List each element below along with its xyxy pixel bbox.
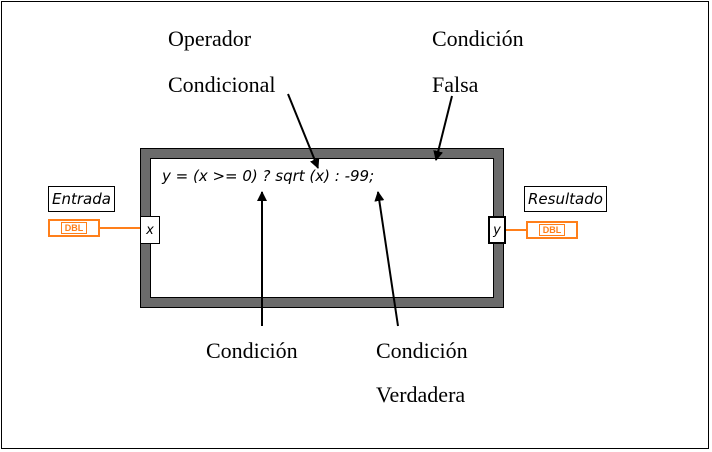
entrada-dbl-control[interactable]: DBL [48,219,100,237]
entrada-wire [100,227,140,229]
condicion-verdadera-label-line1: Condición [376,338,468,363]
entrada-dbl-type: DBL [60,222,88,234]
operador-label-line2: Condicional [168,72,276,97]
condicion-falsa-label-line2: Falsa [432,72,479,97]
falsa-arrow [433,95,453,161]
input-terminal-x[interactable]: x [140,216,160,244]
condicion-label: Condición [206,338,298,363]
condicion-falsa-label-line1: Condición [432,26,524,51]
condicion-verdadera-label-line2: Verdadera [376,382,466,407]
resultado-label: Resultado [524,186,607,212]
verdadera-arrow [374,191,399,327]
entrada-label-text: Entrada [52,190,111,208]
resultado-label-text: Resultado [528,190,603,208]
entrada-label: Entrada [48,186,115,212]
formula-expression[interactable]: y = (x >= 0) ? sqrt (x) : -99; [162,167,375,185]
operador-label-line1: Operador [168,26,252,51]
output-terminal-y[interactable]: y [488,216,506,244]
resultado-wire [506,229,528,231]
operador-arrow [287,93,320,169]
resultado-dbl-indicator[interactable]: DBL [526,221,578,239]
resultado-dbl-type: DBL [538,224,566,236]
formula-node-body[interactable] [150,158,494,298]
